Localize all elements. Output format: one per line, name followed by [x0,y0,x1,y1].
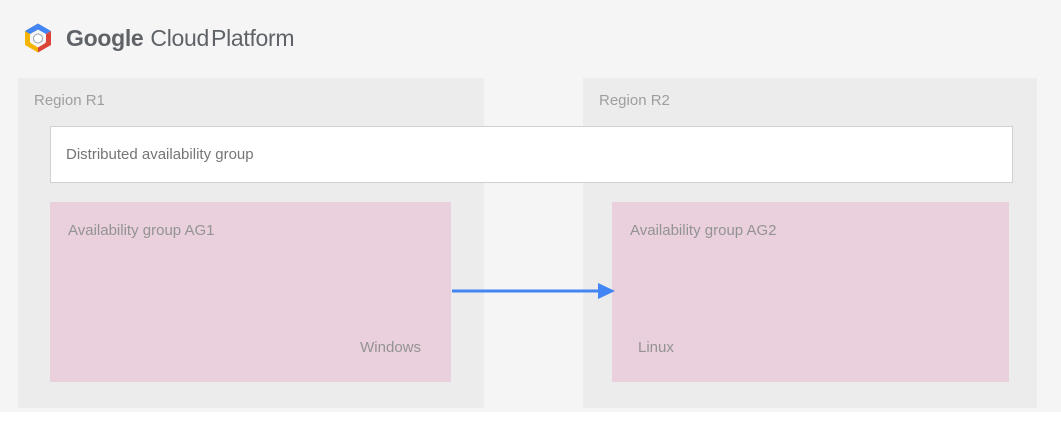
availability-group-box-ag2: Availability group AG2 Linux [612,202,1009,382]
availability-group-box-ag1: Availability group AG1 Windows [50,202,451,382]
diagram-canvas: Google Cloud Platform Region R1 Region R… [22,18,1013,382]
os-label-windows: Windows [360,339,421,356]
region-label-r1: Region R1 [34,92,105,109]
google-cloud-platform-logo-icon [22,22,54,54]
availability-group-title-ag2: Availability group AG2 [630,222,777,239]
google-cloud-platform-branding: Google Cloud Platform [22,18,295,58]
brand-word-google: Google [66,24,144,51]
availability-group-title-ag1: Availability group AG1 [68,222,215,239]
distributed-availability-group-box: Distributed availability group [50,126,1013,183]
region-label-r2: Region R2 [599,92,670,109]
distributed-availability-group-label: Distributed availability group [66,146,254,163]
brand-wordmark: Google Cloud Platform [66,24,295,52]
brand-word-cloud: Cloud [150,24,210,51]
os-label-linux: Linux [638,339,674,356]
brand-word-platform: Platform [211,24,295,51]
